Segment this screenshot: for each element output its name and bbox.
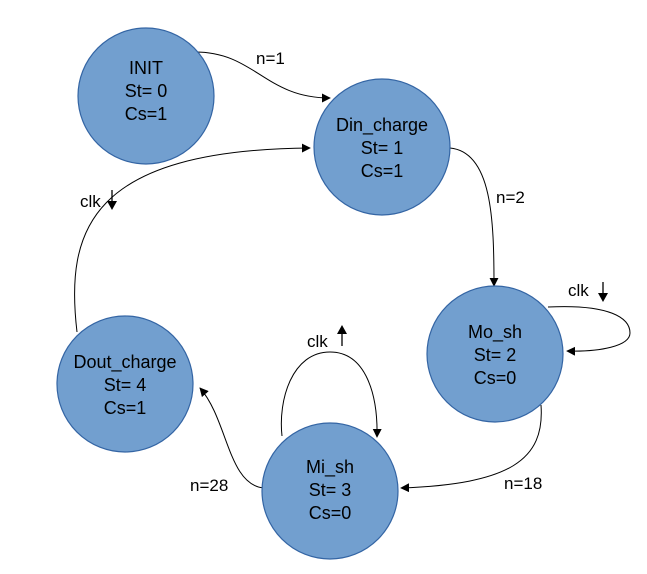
state-cs-value: Cs=1 xyxy=(125,104,168,124)
label-mi-sh-clk: clk xyxy=(307,332,328,351)
label-n1: n=1 xyxy=(256,49,285,68)
state-circle xyxy=(77,27,215,165)
state-st-value: St= 4 xyxy=(104,375,147,395)
label-dout-clk: clk xyxy=(80,192,101,211)
state-name: Mi_sh xyxy=(306,457,354,478)
state-mo-sh: Mo_sh St= 2 Cs=0 xyxy=(426,285,564,423)
falling-edge-arrow-icon xyxy=(598,282,608,302)
state-init: INIT St= 0 Cs=1 xyxy=(77,27,215,165)
state-circle xyxy=(261,422,399,560)
state-cs-value: Cs=0 xyxy=(474,368,517,388)
edge-din-charge-to-mo-sh xyxy=(449,147,499,287)
state-st-value: St= 0 xyxy=(125,81,168,101)
transition-labels: n=1 n=2 clk n=18 clk n=28 clk xyxy=(80,49,608,495)
state-st-value: St= 1 xyxy=(361,138,404,158)
label-mo-sh-clk: clk xyxy=(568,281,589,300)
falling-edge-arrow-icon xyxy=(107,190,117,210)
edge-dout-charge-to-din-charge xyxy=(74,143,311,333)
state-st-value: St= 3 xyxy=(309,480,352,500)
edge-mi-sh-to-dout-charge xyxy=(199,387,265,489)
transitions xyxy=(74,51,631,493)
state-dout-charge: Dout_charge St= 4 Cs=1 xyxy=(56,315,194,453)
label-n28: n=28 xyxy=(190,476,228,495)
edge-mo-sh-self-loop xyxy=(547,306,631,356)
state-circle xyxy=(56,315,194,453)
state-name: Dout_charge xyxy=(73,352,176,373)
edge-init-to-din-charge xyxy=(194,51,331,103)
label-n2: n=2 xyxy=(496,188,525,207)
state-cs-value: Cs=1 xyxy=(104,398,147,418)
rising-edge-arrow-icon xyxy=(337,325,347,346)
state-name: Din_charge xyxy=(336,115,428,136)
edge-mo-sh-to-mi-sh xyxy=(400,404,542,493)
state-name: Mo_sh xyxy=(468,322,522,343)
state-din-charge: Din_charge St= 1 Cs=1 xyxy=(313,78,451,216)
state-cs-value: Cs=0 xyxy=(309,503,352,523)
edge-mi-sh-self-loop xyxy=(280,351,382,438)
state-st-value: St= 2 xyxy=(474,345,517,365)
label-n18: n=18 xyxy=(504,474,542,493)
state-circle xyxy=(313,78,451,216)
state-circle xyxy=(426,285,564,423)
state-cs-value: Cs=1 xyxy=(361,161,404,181)
state-name: INIT xyxy=(129,58,163,78)
state-mi-sh: Mi_sh St= 3 Cs=0 xyxy=(261,422,399,560)
